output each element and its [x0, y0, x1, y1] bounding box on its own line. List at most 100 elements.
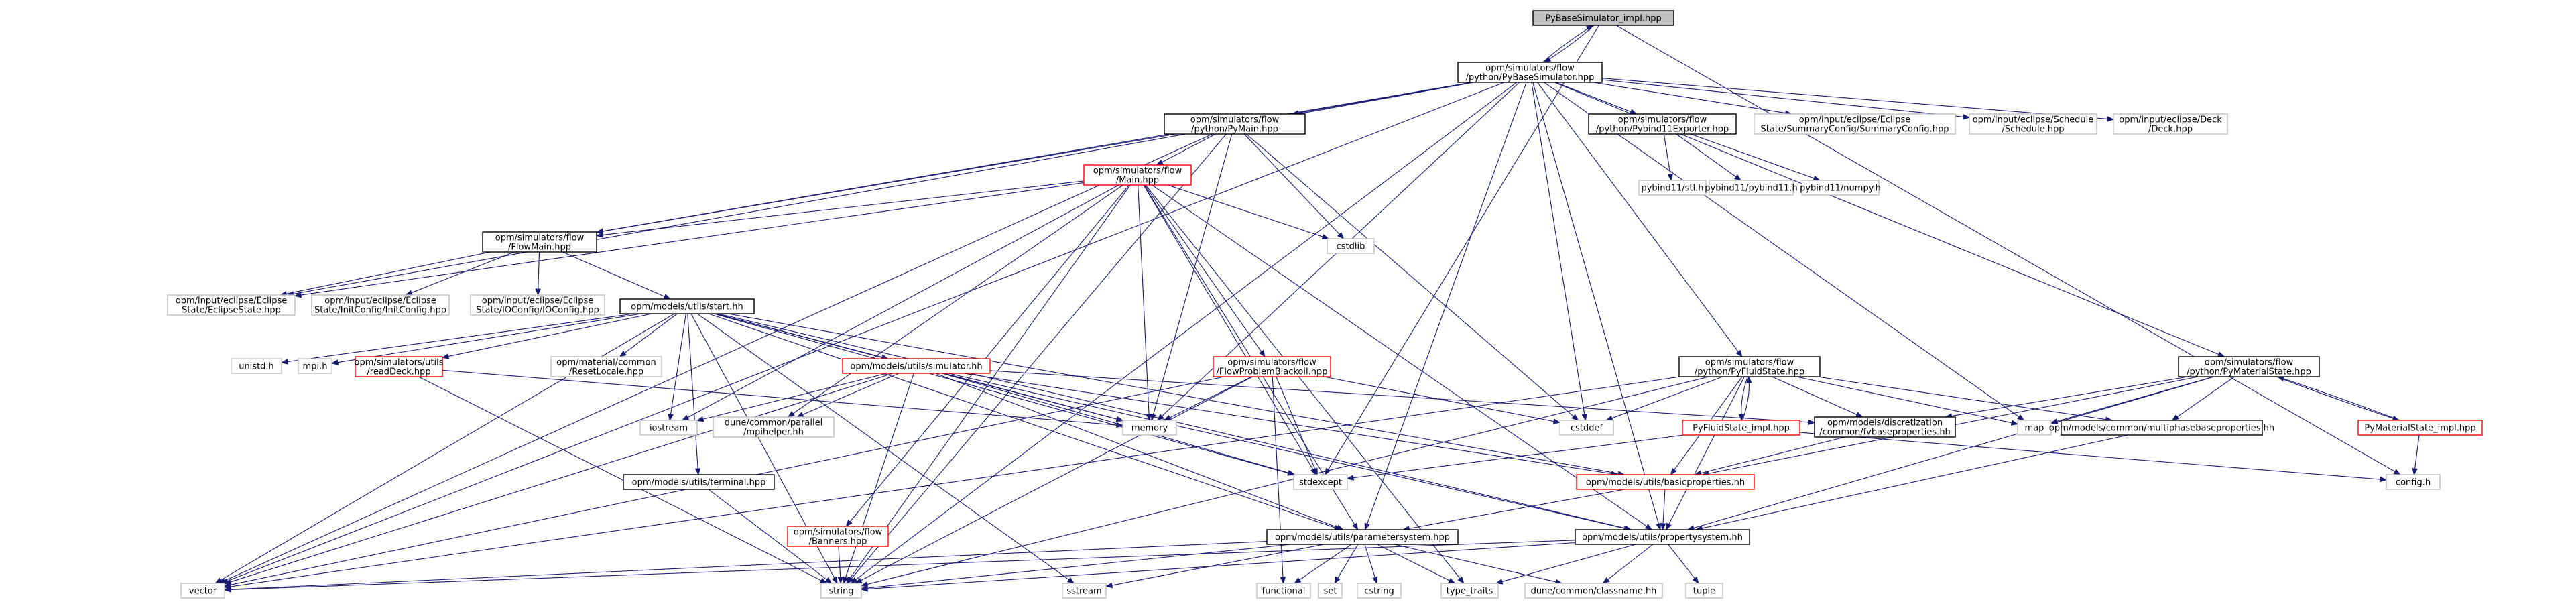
node-label: opm/models/discretization [1827, 418, 1943, 428]
edge-line [230, 376, 1680, 587]
node-banners[interactable]: opm/simulators/flow/Banners.hpp [787, 526, 889, 547]
node-pyfluidimpl[interactable]: PyFluidState_impl.hpp [1682, 420, 1800, 436]
node-multiphase[interactable]: opm/models/common/multiphasebaseproperti… [2049, 420, 2274, 436]
node-label: pybind11/pybind11.h [1705, 184, 1797, 194]
node-pymain[interactable]: opm/simulators/flow/python/PyMain.hpp [1164, 113, 1306, 135]
edge-mainhpp-to-memory [1138, 184, 1152, 422]
edge-pybase-to-schedule [1601, 79, 1971, 120]
node-box [1062, 583, 1107, 599]
edge-line [1246, 133, 1574, 417]
edge-line [1601, 79, 1964, 117]
node-label: /Banners.hpp [809, 537, 867, 547]
edge-line [1537, 82, 1739, 353]
node-label: opm/material/common [556, 358, 656, 368]
node-fvbase[interactable]: opm/models/discretization/common/fvbasep… [1814, 416, 1956, 438]
edge-flowmain-to-start [562, 251, 672, 300]
node-readdeck[interactable]: opm/simulators/utils/readDeck.hpp [355, 356, 444, 377]
node-pybind11numpy: pybind11/numpy.h [1800, 180, 1881, 196]
node-label: State/InitConfig/InitConfig.hpp [314, 306, 446, 316]
node-terminal[interactable]: opm/models/utils/terminal.hpp [623, 474, 775, 490]
node-box [1122, 420, 1177, 436]
edge-pybase-to-cstddef [1531, 82, 1587, 422]
node-label: /Main.hpp [1116, 176, 1159, 186]
node-ioconfig: opm/input/eclipse/EclipseState/IOConfig/… [470, 294, 605, 316]
edge-line [220, 313, 675, 581]
node-box [639, 420, 698, 436]
edge-line [2276, 376, 2394, 419]
edge-line [538, 251, 540, 290]
node-pymaterialimpl[interactable]: PyMaterialState_impl.hpp [2357, 420, 2483, 436]
node-label: iostream [650, 424, 688, 434]
edge-arrowhead [663, 294, 672, 300]
node-label: type_traits [1447, 587, 1493, 597]
edge-simulatorhh-to-memory [944, 373, 1124, 422]
edge-arrowhead [1448, 577, 1456, 584]
node-label: opm/input/eclipse/Schedule [1973, 115, 2094, 125]
edge-line [2414, 434, 2420, 469]
edge-fpbo-to-functional [1272, 376, 1286, 585]
node-confighdr: config.h [2386, 474, 2441, 490]
edge-line [963, 373, 1612, 475]
edge-line [1323, 376, 1554, 422]
node-vector: vector [180, 583, 225, 599]
node-pybase[interactable]: opm/simulators/flow/python/PyBaseSimulat… [1457, 62, 1603, 83]
edge-line [849, 184, 1129, 522]
edge-simulatorhh-to-iostream [696, 373, 887, 422]
node-label: unistd.h [239, 362, 274, 372]
node-propsys[interactable]: opm/models/utils/propertysystem.hh [1575, 529, 1750, 545]
edge-line [1796, 376, 2012, 424]
edge-line [562, 251, 665, 297]
node-box [1357, 583, 1402, 599]
node-label: opm/models/utils/parametersystem.hpp [1275, 533, 1450, 543]
node-pybind11stl: pybind11/stl.h [1638, 180, 1707, 196]
node-box [619, 298, 755, 314]
edge-start-to-terminal [687, 313, 701, 476]
edge-mainhpp-to-propsys [1152, 184, 1653, 530]
node-pyfluid[interactable]: opm/simulators/flow/python/PyFluidState.… [1678, 356, 1821, 377]
edge-mainhpp-to-flowmain [595, 180, 1085, 238]
node-start[interactable]: opm/models/utils/start.hh [619, 298, 755, 314]
edge-pybind11exp-to-pybind11h [1676, 133, 1742, 181]
edge-start-to-mpih [330, 313, 641, 365]
node-root[interactable]: PyBaseSimulator_impl.hpp [1532, 10, 1674, 26]
edge-arrowhead [2380, 476, 2388, 483]
edge-mainhpp-to-string [846, 184, 1131, 585]
node-fpbo[interactable]: opm/simulators/flow/FlowProblemBlackoil.… [1213, 356, 1331, 377]
edge-arrowhead [1115, 416, 1124, 422]
edge-pyfluidimpl-to-confighdr [1799, 432, 2388, 483]
edge-pymain-to-cstddef [1246, 133, 1579, 421]
node-box [2386, 474, 2441, 490]
edge-line [1272, 376, 1284, 578]
edge-line [687, 313, 698, 469]
node-pymaterial[interactable]: opm/simulators/flow/python/PyMaterialSta… [2178, 356, 2320, 377]
node-box [2178, 356, 2320, 377]
node-flowmain[interactable]: opm/simulators/flow/FlowMain.hpp [482, 231, 597, 253]
edge-line [845, 373, 914, 578]
node-mainhpp[interactable]: opm/simulators/flow/Main.hpp [1083, 164, 1192, 186]
edge-arrowhead [441, 353, 450, 359]
node-pybind11exp[interactable]: opm/simulators/flow/python/Pybind11Expor… [1588, 113, 1737, 135]
edge-arrowhead [1336, 524, 1345, 530]
edge-line [708, 489, 827, 580]
edge-arrowhead [1746, 375, 1752, 383]
edge-start-to-iostream [668, 313, 686, 422]
node-unistd: unistd.h [231, 358, 282, 374]
edge-basicprops-to-paramsys [1402, 489, 1625, 532]
node-paramsys[interactable]: opm/models/utils/parametersystem.hpp [1266, 529, 1459, 545]
edge-arrowhead [860, 581, 869, 587]
node-tuple: tuple [1685, 583, 1723, 599]
edge-mainhpp-to-banners [845, 184, 1129, 528]
node-label: /python/PyMaterialState.hpp [2187, 367, 2311, 377]
edge-arrowhead [787, 411, 795, 418]
edge-pyfluid-to-fvbase [1772, 376, 1863, 418]
edge-line [687, 184, 1119, 418]
node-box [820, 583, 862, 599]
edge-arrowhead [1855, 412, 1863, 418]
node-simulatorhh[interactable]: opm/models/utils/simulator.hh [842, 358, 991, 374]
edge-arrowhead [1581, 413, 1587, 422]
node-basicprops[interactable]: opm/models/utils/basicproperties.hh [1576, 474, 1755, 490]
edge-line [935, 373, 1338, 528]
node-label: /python/Pybind11Exporter.hpp [1596, 125, 1729, 135]
edge-arrowhead [837, 577, 843, 585]
edge-arrowhead [2017, 414, 2025, 421]
